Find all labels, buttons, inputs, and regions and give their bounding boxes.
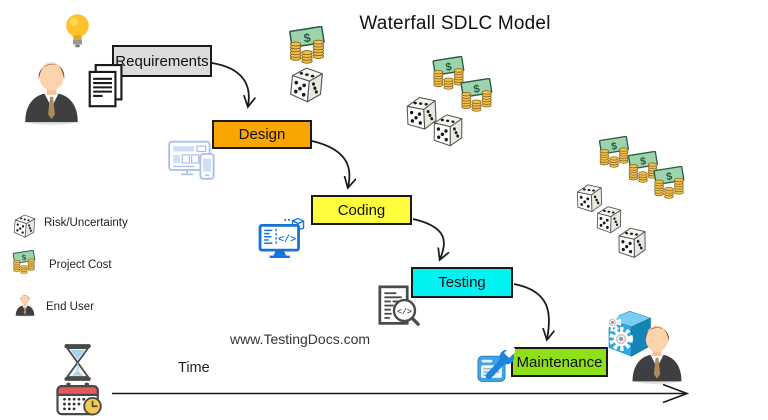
phase-label-coding: Coding	[337, 201, 386, 219]
design-wireframe-icon	[165, 140, 220, 184]
arrow-testing-to-maintenance	[513, 283, 549, 339]
arrow-coding-to-testing	[412, 218, 444, 259]
arrow-requirements-to-design	[211, 62, 249, 106]
phase-box-coding: Coding	[311, 195, 412, 225]
idea-lightbulb-icon	[63, 12, 92, 50]
watermark-url: www.TestingDocs.com	[230, 331, 371, 347]
phase-label-testing: Testing	[438, 274, 486, 291]
money-icon	[283, 26, 331, 64]
requirements-documents-icon	[88, 63, 124, 110]
diagram-title: Waterfall SDLC Model	[359, 13, 551, 34]
phase-label-requirements: Requirements	[115, 52, 209, 70]
legend-label-risk: Risk/Uncertainty	[44, 217, 128, 229]
time-axis	[112, 383, 690, 404]
coding-monitor-icon	[257, 218, 308, 262]
testing-report-icon	[378, 284, 420, 328]
money-icon	[649, 166, 689, 199]
hourglass-calendar-icon	[54, 344, 110, 416]
money-icon	[9, 250, 39, 274]
phase-label-maintenance: Maintenance	[516, 353, 603, 371]
dice-icon	[286, 63, 327, 105]
phase-box-requirements: Requirements	[112, 45, 212, 77]
phase-box-maintenance: Maintenance	[511, 347, 608, 377]
phase-box-design: Design	[212, 120, 312, 149]
time-axis-label: Time	[178, 360, 210, 376]
end-user-person-icon	[628, 315, 686, 386]
maintenance-wrench-icon	[477, 347, 515, 387]
dice-icon	[11, 212, 38, 239]
stakeholder-person-icon	[20, 53, 83, 125]
dice-icon	[612, 222, 652, 262]
person-icon	[14, 291, 36, 317]
arrow-design-to-coding	[311, 140, 349, 187]
dice-icon	[427, 108, 468, 150]
phase-box-testing: Testing	[411, 267, 513, 298]
legend-label-cost: Project Cost	[49, 259, 112, 271]
money-icon	[455, 78, 498, 112]
legend-label-enduser: End User	[46, 301, 94, 313]
phase-label-design: Design	[238, 126, 286, 143]
